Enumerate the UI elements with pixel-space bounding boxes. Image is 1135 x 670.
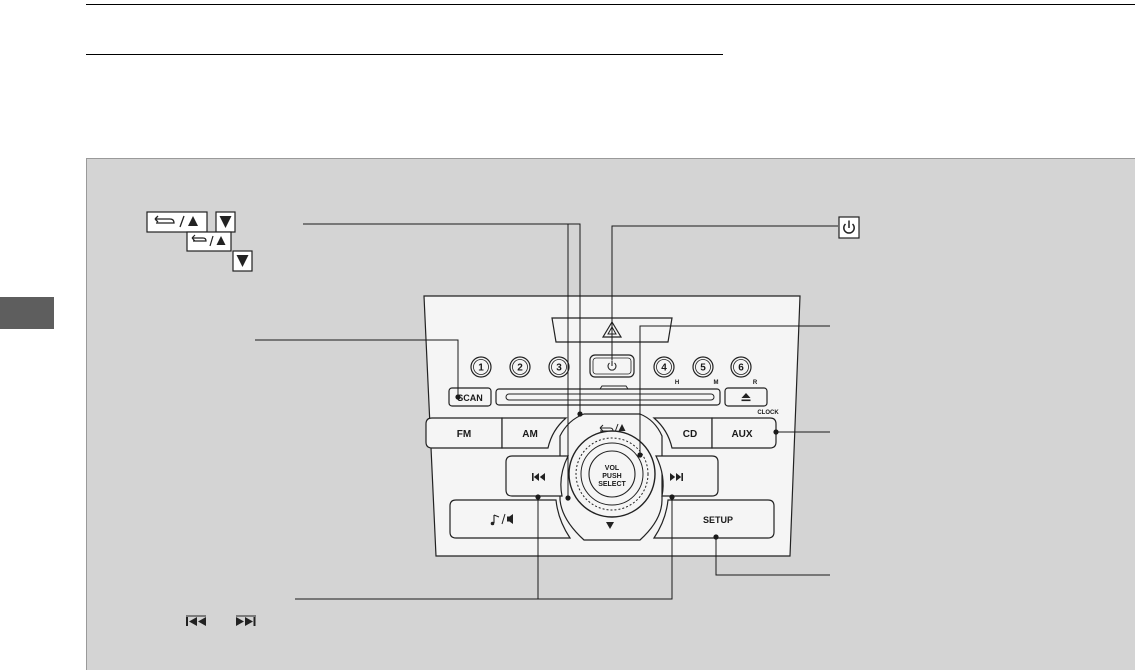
- callout-skip-forward-icon: [236, 615, 256, 626]
- top-rule: [86, 4, 1135, 5]
- cd-slot: [495, 385, 721, 406]
- preset-label: 4: [661, 363, 667, 374]
- aux-label: AUX: [731, 429, 752, 440]
- knob-label-vol: VOL: [605, 465, 620, 472]
- leader-lines: [255, 223, 838, 600]
- leader-power: [611, 225, 838, 360]
- am-button[interactable]: AM: [501, 417, 568, 449]
- skip-forward-button[interactable]: [655, 455, 719, 497]
- fm-button[interactable]: FM: [425, 417, 503, 449]
- down-arrow-icon: [606, 522, 614, 529]
- am-label: AM: [522, 429, 538, 440]
- scan-button[interactable]: SCAN: [448, 387, 492, 407]
- preset-button-6[interactable]: 6: [730, 356, 752, 378]
- leader-setup: [715, 537, 830, 576]
- setup-label: SETUP: [703, 515, 733, 525]
- clock-label: CLOCK: [757, 410, 779, 416]
- leader-dots: [455, 394, 779, 540]
- eject-button[interactable]: [724, 387, 768, 407]
- cd-button[interactable]: CD: [652, 417, 713, 449]
- callout-skip-back-icon: [186, 615, 206, 626]
- preset-button-5[interactable]: 5: [692, 356, 714, 378]
- sound-button[interactable]: [449, 499, 572, 539]
- skip-back-button[interactable]: [505, 455, 569, 497]
- preset-button-3[interactable]: 3: [548, 356, 570, 378]
- preset-button-1[interactable]: 1: [470, 356, 492, 378]
- leader-knob: [639, 325, 830, 455]
- leader-scan: [255, 339, 459, 397]
- preset-label: 2: [517, 363, 523, 374]
- section-tab: [0, 297, 54, 329]
- down-button[interactable]: [606, 522, 614, 529]
- knob-label-push: PUSH: [602, 473, 621, 480]
- skip-back-icon: [532, 473, 545, 481]
- aux-button[interactable]: AUX: [711, 417, 777, 449]
- callout-back-up-icon-2: [186, 231, 232, 252]
- preset-label: 3: [556, 363, 562, 374]
- callout-back-up-icon: [146, 211, 208, 233]
- eject-icon: [741, 393, 751, 402]
- fm-label: FM: [457, 429, 471, 440]
- callout-down-icon-2: [232, 250, 253, 272]
- preset-marker-h: H: [675, 380, 679, 386]
- preset-button-2[interactable]: 2: [509, 356, 531, 378]
- preset-label: 1: [478, 363, 484, 374]
- preset-marker-m: M: [714, 380, 719, 386]
- setup-button[interactable]: SETUP: [652, 499, 775, 539]
- power-button[interactable]: [589, 354, 635, 378]
- leader-back-down-2: [568, 223, 581, 414]
- cd-label: CD: [683, 429, 697, 440]
- leader-skip-2: [538, 497, 673, 600]
- skip-forward-icon: [670, 473, 683, 481]
- sound-icon: [490, 513, 513, 526]
- preset-button-4[interactable]: 4: [653, 356, 675, 378]
- vol-push-select-knob[interactable]: VOL PUSH SELECT: [568, 430, 656, 518]
- preset-label: 5: [700, 363, 706, 374]
- callout-power-icon: [838, 216, 860, 239]
- callout-down-icon: [215, 211, 236, 233]
- preset-label: 6: [738, 363, 744, 374]
- preset-marker-r: R: [753, 380, 758, 386]
- power-icon: [607, 360, 617, 371]
- scan-label: SCAN: [457, 393, 483, 403]
- knob-label-select: SELECT: [598, 481, 626, 488]
- title-underline: [86, 54, 723, 55]
